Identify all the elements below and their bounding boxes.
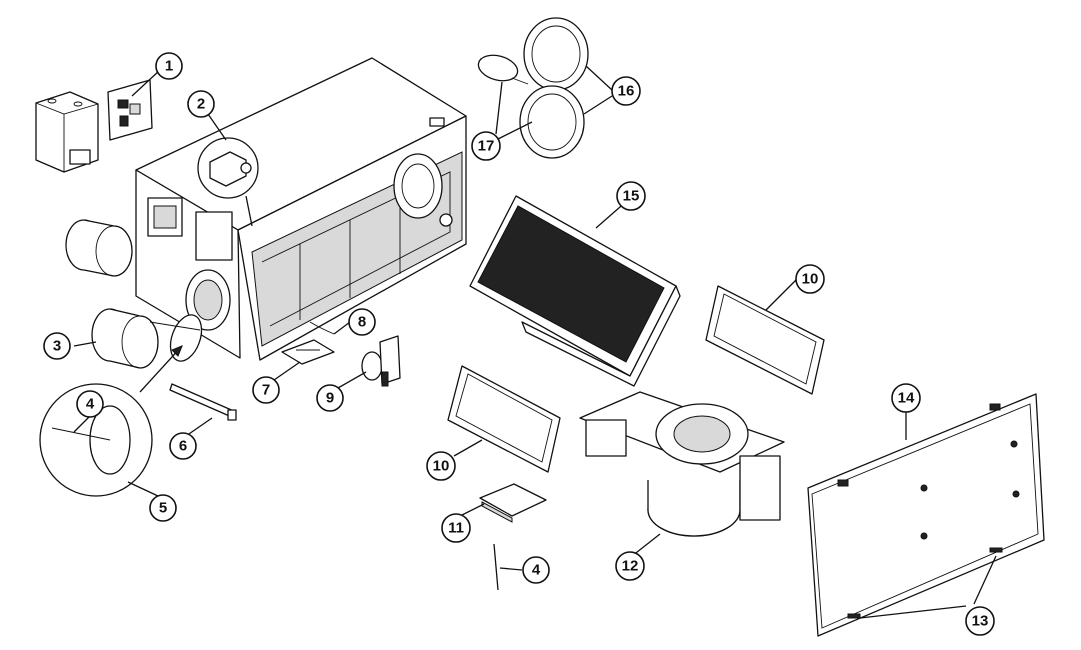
callout-3: 3 (43, 332, 71, 360)
callout-10b: 10 (426, 451, 456, 481)
motor (361, 335, 401, 387)
duct-collar-lower (91, 308, 159, 369)
damper-detail-circle (39, 345, 183, 497)
collar-ring-upper (523, 17, 589, 91)
electrical-box (35, 91, 99, 173)
callout-4a: 4 (76, 390, 104, 418)
callout-label: 8 (358, 314, 366, 331)
callout-2: 2 (187, 90, 215, 118)
callout-label: 7 (262, 382, 270, 399)
callout-1: 1 (155, 52, 183, 80)
callout-label: 9 (326, 390, 334, 407)
duct-collar-upper (65, 219, 133, 277)
callout-label: 16 (618, 83, 635, 100)
callout-8: 8 (348, 308, 376, 336)
callout-label: 6 (179, 438, 187, 455)
callout-label: 11 (448, 520, 464, 537)
callout-label: 13 (972, 613, 989, 630)
callout-14: 14 (891, 383, 921, 413)
callout-label: 4 (86, 396, 95, 413)
blower-assembly (579, 391, 785, 537)
callout-17: 17 (471, 131, 501, 161)
collar-ring-lower (519, 85, 585, 159)
main-cabinet (135, 57, 467, 361)
callout-label: 10 (433, 458, 450, 475)
filter-lower (447, 365, 561, 473)
filter-pad (479, 483, 547, 523)
heater-element (169, 383, 237, 421)
callout-label: 3 (53, 338, 61, 355)
callout-label: 10 (802, 271, 819, 288)
callout-label: 5 (159, 500, 167, 517)
callout-label: 1 (165, 58, 173, 75)
callout-11: 11 (441, 513, 471, 543)
callout-5: 5 (149, 494, 177, 522)
callout-15: 15 (616, 181, 646, 211)
callout-9: 9 (316, 384, 344, 412)
callout-label: 4 (532, 562, 541, 579)
callout-10a: 10 (795, 264, 825, 294)
control-board (107, 79, 153, 141)
door-panel (807, 393, 1045, 637)
callout-7: 7 (252, 376, 280, 404)
callout-label: 14 (898, 390, 915, 407)
callout-6: 6 (169, 432, 197, 460)
rod (493, 543, 499, 591)
damper-plate (477, 54, 529, 85)
callout-12: 12 (615, 551, 645, 581)
wire (309, 321, 335, 335)
callout-label: 2 (197, 96, 205, 113)
callout-13: 13 (965, 606, 995, 636)
callout-label: 17 (478, 138, 495, 155)
callout-label: 12 (622, 558, 639, 575)
filter-upper (705, 285, 825, 395)
callout-16: 16 (611, 76, 641, 106)
detail-bubble-sensor (197, 137, 259, 227)
callout-label: 15 (623, 188, 640, 205)
bracket (281, 339, 335, 365)
heat-exchanger-core (469, 195, 681, 387)
callout-4b: 4 (522, 556, 550, 584)
